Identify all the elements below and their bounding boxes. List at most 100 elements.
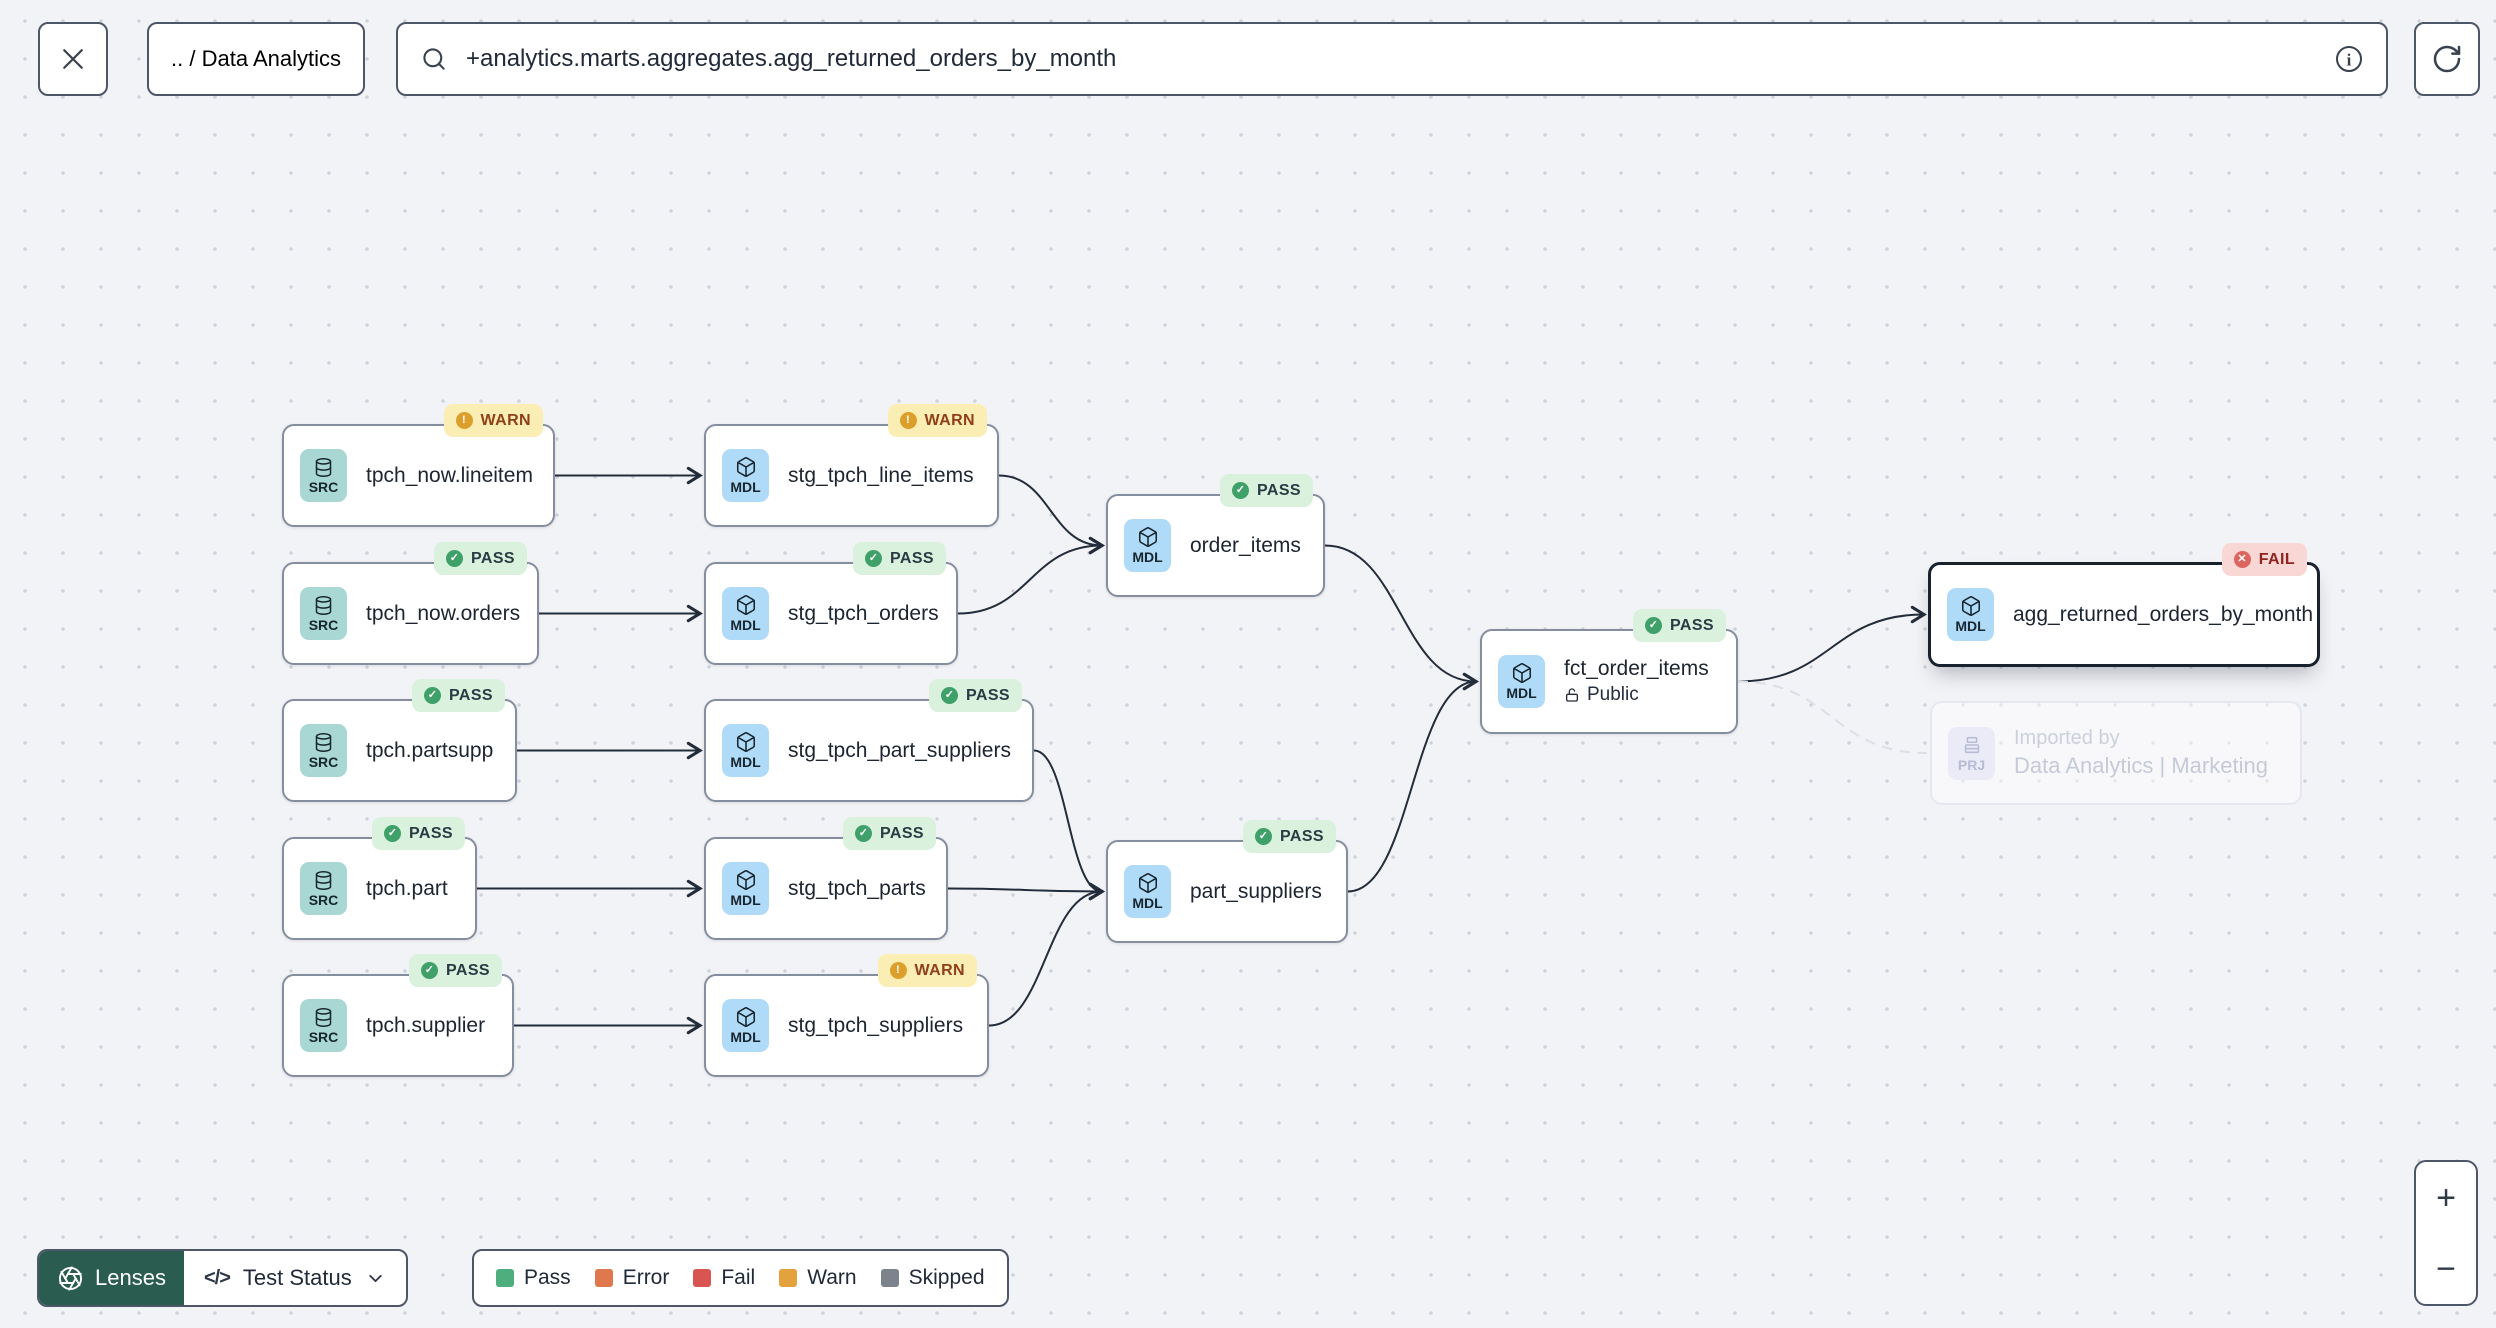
status-badge-pass: ✓PASS bbox=[929, 679, 1022, 712]
graph-node-agg[interactable]: MDL agg_returned_orders_by_month ✕FAIL bbox=[1928, 543, 2320, 667]
tile-kind-label: MDL bbox=[1132, 895, 1163, 911]
model-tile: MDL bbox=[1124, 865, 1171, 918]
legend-swatch bbox=[693, 1269, 712, 1287]
status-badge-warn: !WARN bbox=[443, 404, 543, 437]
info-icon[interactable]: i bbox=[2334, 44, 2364, 74]
legend-swatch bbox=[496, 1269, 514, 1287]
refresh-button[interactable] bbox=[2414, 22, 2480, 96]
node-label: tpch_now.orders bbox=[366, 601, 521, 625]
check-circle-icon: ✓ bbox=[941, 687, 959, 704]
tile-kind-label: MDL bbox=[1506, 685, 1537, 701]
database-icon bbox=[315, 1007, 332, 1027]
breadcrumb-label: .. / Data Analytics bbox=[171, 46, 341, 71]
edge-stg_part_suppliers-to-part_suppliers bbox=[1033, 749, 1105, 901]
close-button[interactable] bbox=[38, 22, 108, 96]
alert-circle-icon: ! bbox=[455, 412, 473, 429]
tile-kind-label: MDL bbox=[1955, 618, 1986, 634]
alert-circle-icon: ! bbox=[889, 962, 907, 979]
edge-order_items-to-fct_order_items bbox=[1324, 544, 1479, 691]
breadcrumb[interactable]: .. / Data Analytics bbox=[147, 22, 365, 96]
legend-item-fail: Fail bbox=[693, 1266, 755, 1290]
edge-stg_suppliers-to-part_suppliers bbox=[988, 882, 1105, 1027]
lens-selector-label: Test Status bbox=[242, 1265, 352, 1290]
search-icon bbox=[423, 48, 445, 70]
tile-kind-label: SRC bbox=[308, 891, 339, 908]
plus-icon: + bbox=[2436, 1178, 2456, 1217]
status-badge-fail: ✕FAIL bbox=[2221, 543, 2307, 576]
minus-icon: − bbox=[2436, 1249, 2456, 1288]
legend-item-pass: Pass bbox=[496, 1266, 571, 1290]
node-label: tpch_now.lineitem bbox=[366, 463, 533, 487]
cube-icon bbox=[1961, 596, 1980, 616]
legend-label: Fail bbox=[721, 1266, 756, 1289]
check-circle-icon: ✓ bbox=[1645, 617, 1663, 634]
edge-stg_orders-to-order_items bbox=[957, 536, 1105, 615]
tile-kind-label: PRJ bbox=[1957, 756, 1986, 773]
lenses-label: Lenses bbox=[95, 1265, 166, 1290]
cube-icon bbox=[1512, 663, 1531, 683]
lenses-button[interactable]: Lenses bbox=[39, 1251, 184, 1305]
node-label: tpch.supplier bbox=[366, 1013, 486, 1037]
zoom-out-button[interactable]: − bbox=[2416, 1233, 2476, 1304]
x-circle-icon: ✕ bbox=[2233, 551, 2251, 568]
svg-text:i: i bbox=[2347, 50, 2352, 69]
check-circle-icon: ✓ bbox=[421, 962, 439, 979]
chevron-down-icon bbox=[369, 1274, 382, 1282]
status-badge-pass: ✓PASS bbox=[409, 954, 502, 987]
legend-label: Pass bbox=[524, 1266, 571, 1289]
legend-item-skipped: Skipped bbox=[880, 1266, 985, 1290]
lens-selector-dropdown[interactable]: </> Test Status bbox=[184, 1251, 406, 1305]
status-badge-pass: ✓PASS bbox=[1633, 609, 1726, 642]
search-bar: i bbox=[396, 22, 2388, 96]
graph-node-supplier[interactable]: SRC tpch.supplier ✓PASS bbox=[282, 954, 514, 1077]
cube-icon bbox=[736, 1007, 755, 1027]
check-circle-icon: ✓ bbox=[855, 825, 873, 842]
cube-icon bbox=[736, 457, 755, 477]
model-tile: MDL bbox=[1124, 519, 1171, 572]
model-tile: MDL bbox=[722, 587, 769, 640]
legend-swatch bbox=[594, 1269, 613, 1287]
check-circle-icon: ✓ bbox=[384, 825, 402, 842]
edge-stg_parts-to-part_suppliers bbox=[947, 882, 1105, 901]
node-label: agg_returned_orders_by_month bbox=[2013, 602, 2314, 626]
edge-stg_line_items-to-order_items bbox=[998, 474, 1105, 555]
alert-circle-icon: ! bbox=[899, 412, 917, 429]
database-icon bbox=[315, 457, 332, 477]
cube-icon bbox=[736, 595, 755, 615]
source-tile: SRC bbox=[300, 587, 347, 640]
node-label: stg_tpch_line_items bbox=[788, 463, 974, 487]
tile-kind-label: SRC bbox=[308, 616, 339, 633]
legend-swatch bbox=[880, 1269, 899, 1287]
tile-kind-label: SRC bbox=[308, 1028, 339, 1045]
model-tile: MDL bbox=[722, 999, 769, 1052]
database-icon bbox=[315, 870, 332, 890]
node-label: stg_tpch_parts bbox=[788, 876, 926, 900]
aperture-icon bbox=[58, 1265, 83, 1291]
tile-kind-label: MDL bbox=[730, 1029, 761, 1045]
tile-kind-label: SRC bbox=[308, 753, 339, 770]
search-input[interactable] bbox=[464, 44, 2318, 74]
tile-kind-label: MDL bbox=[730, 617, 761, 633]
cube-icon bbox=[736, 732, 755, 752]
project-icon bbox=[1964, 736, 1979, 753]
database-icon bbox=[315, 595, 332, 615]
cube-icon bbox=[1138, 527, 1157, 547]
model-tile: MDL bbox=[722, 862, 769, 915]
zoom-in-button[interactable]: + bbox=[2416, 1162, 2476, 1233]
node-label: part_suppliers bbox=[1190, 879, 1322, 903]
imported-by-label: Imported by bbox=[2014, 727, 2120, 749]
